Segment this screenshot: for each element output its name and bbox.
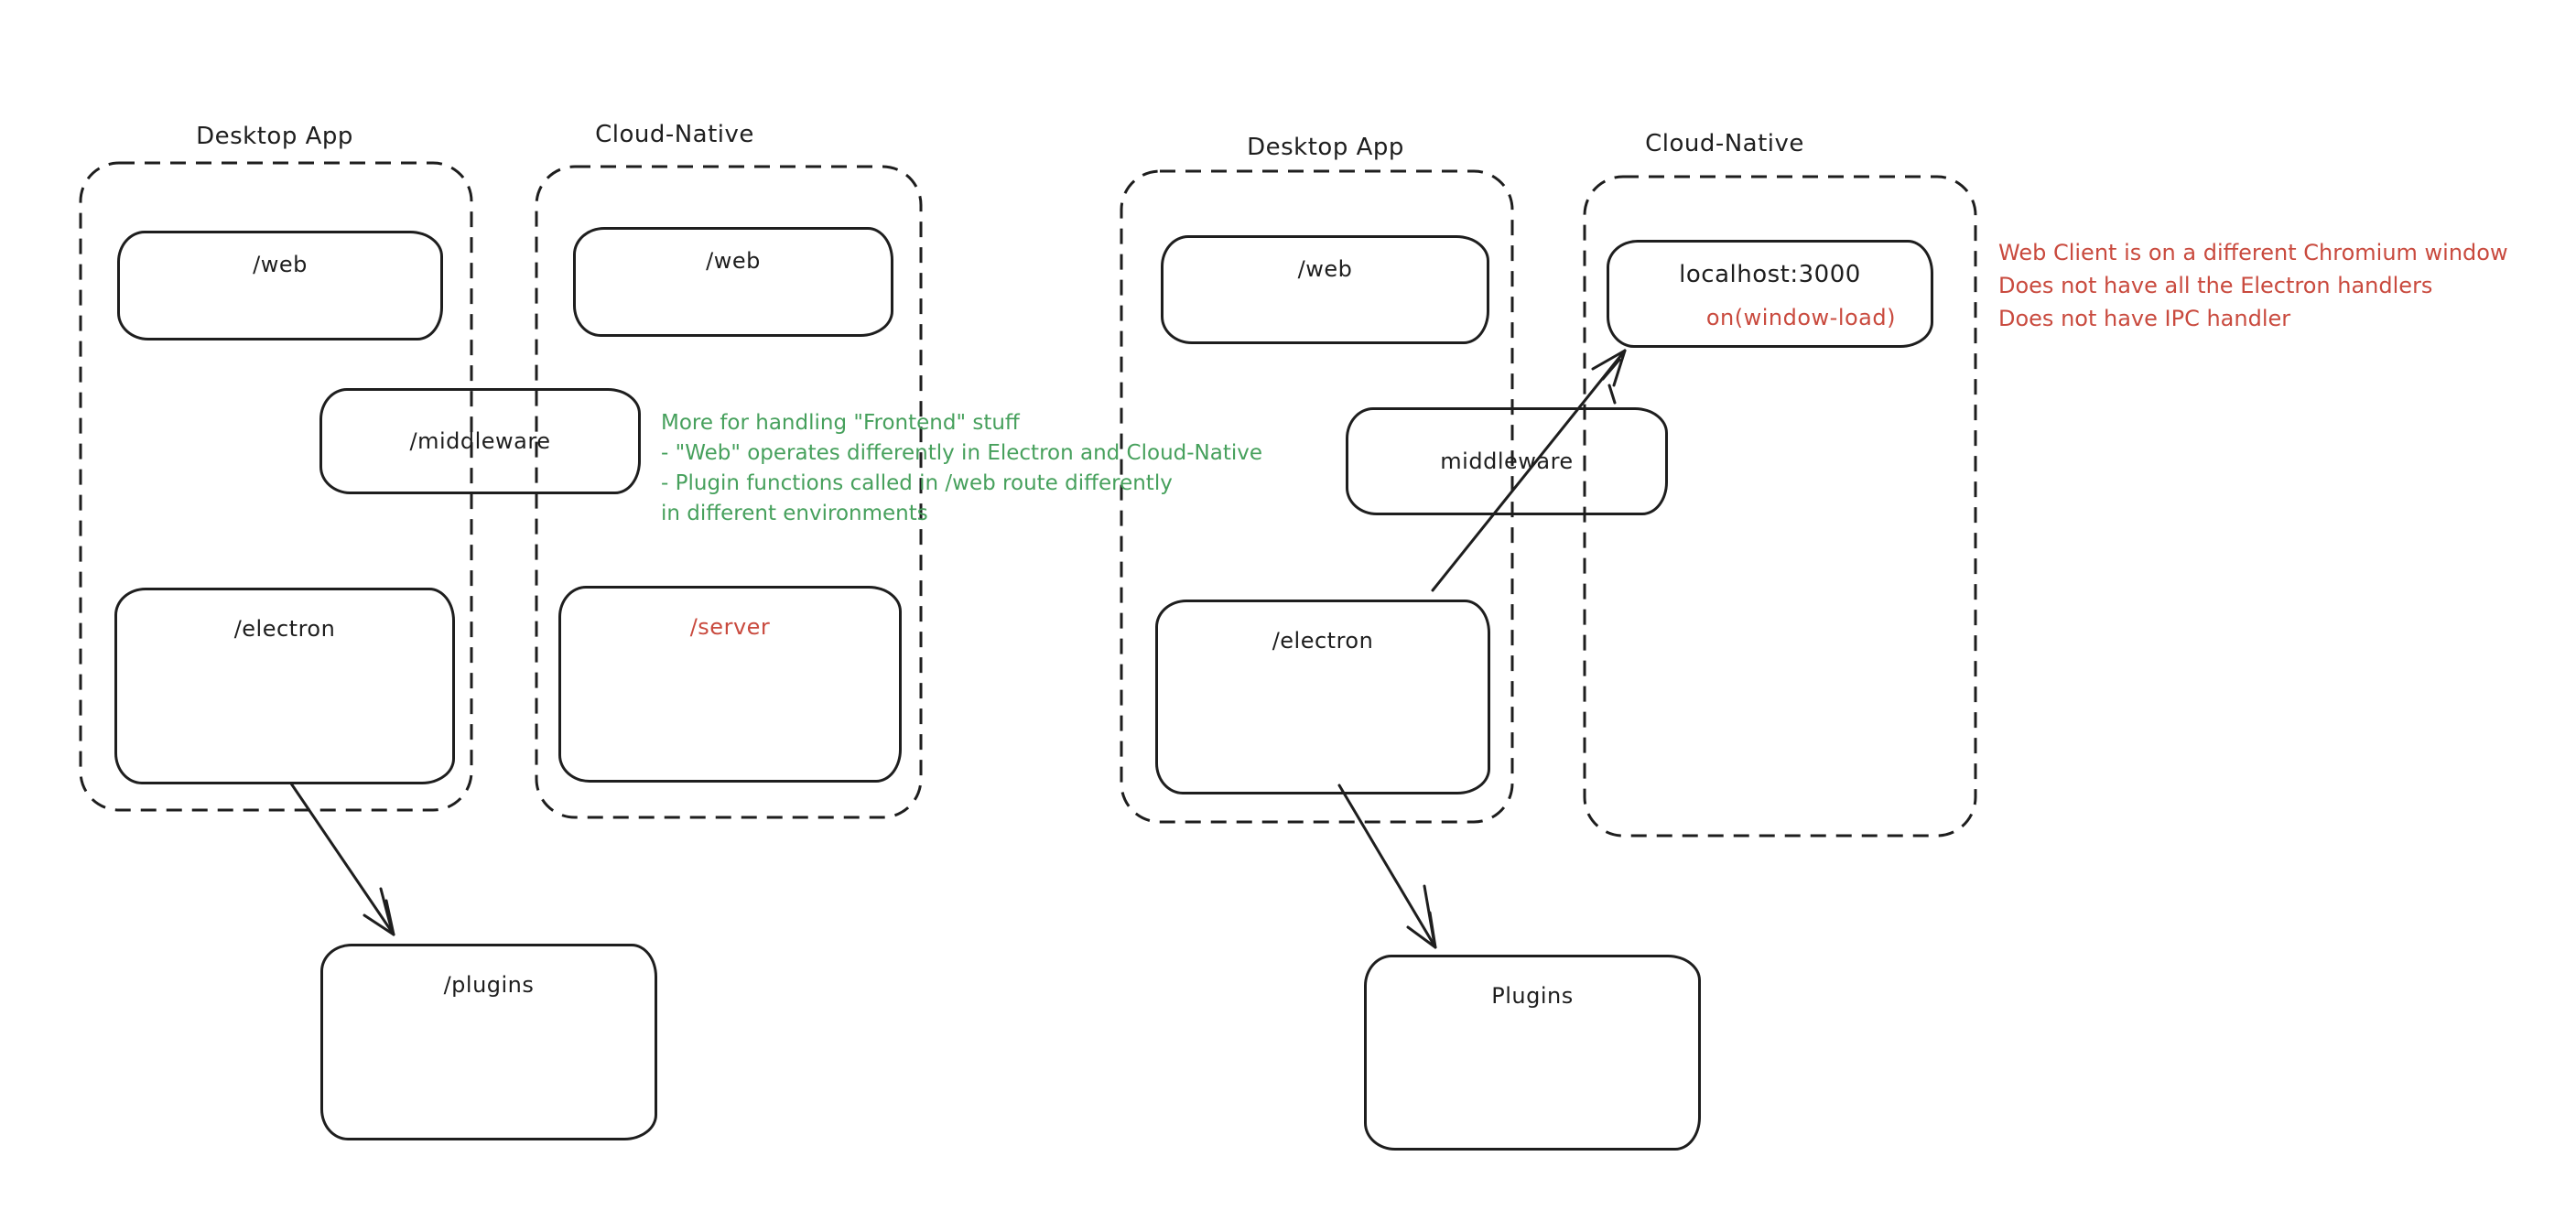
note-line: More for handling "Frontend" stuff	[661, 411, 1020, 435]
left-middleware-box: /middleware	[319, 388, 641, 494]
note-line: Does not have all the Electron handlers	[1998, 273, 2433, 298]
note-line: Does not have IPC handler	[1998, 306, 2291, 331]
note-line: Web Client is on a different Chromium wi…	[1998, 240, 2508, 265]
right-middleware-label: middleware	[1440, 448, 1574, 474]
left-server-box: /server	[558, 586, 902, 783]
right-web-desktop-label: /web	[1297, 256, 1353, 282]
left-desktop-app-label: Desktop App	[196, 123, 353, 150]
right-localhost-box: localhost:3000 on(window-load)	[1607, 240, 1933, 348]
right-red-note: Web Client is on a different Chromium wi…	[1998, 236, 2508, 335]
right-electron-label: /electron	[1272, 628, 1374, 654]
left-desktop-app-frame	[79, 161, 473, 812]
right-electron-box: /electron	[1155, 600, 1490, 794]
right-cloud-native-label: Cloud-Native	[1645, 130, 1804, 157]
left-middleware-label: /middleware	[409, 428, 551, 454]
arrow-right-electron-to-localhost	[1431, 349, 1627, 592]
right-cloud-native-frame	[1583, 175, 1977, 838]
left-cloud-native-label: Cloud-Native	[595, 121, 754, 148]
left-web-desktop-box: /web	[117, 231, 443, 340]
left-web-desktop-label: /web	[253, 252, 308, 277]
left-plugins-box: /plugins	[320, 944, 657, 1140]
right-middleware-box: middleware	[1346, 407, 1668, 515]
right-web-desktop-box: /web	[1161, 235, 1489, 344]
left-cloud-native-frame	[535, 165, 923, 819]
left-green-note: More for handling "Frontend" stuff - "We…	[661, 408, 1262, 529]
right-plugins-box: Plugins	[1364, 955, 1701, 1151]
arrow-right-electron-to-plugins	[1337, 784, 1437, 949]
left-server-label: /server	[689, 614, 771, 640]
left-electron-box: /electron	[114, 588, 455, 784]
left-electron-label: /electron	[233, 616, 336, 642]
right-plugins-label: Plugins	[1491, 983, 1574, 1009]
note-line: - Plugin functions called in /web route …	[661, 471, 1173, 495]
left-web-cloud-label: /web	[706, 248, 761, 274]
right-desktop-app-frame	[1120, 169, 1514, 824]
right-window-load-label: on(window-load)	[1705, 305, 1896, 330]
right-localhost-label: localhost:3000	[1679, 261, 1861, 288]
note-line: in different environments	[661, 502, 928, 525]
left-web-cloud-box: /web	[573, 227, 893, 337]
left-plugins-label: /plugins	[443, 972, 535, 998]
arrow-left-electron-to-plugins	[289, 782, 395, 936]
right-desktop-app-label: Desktop App	[1247, 134, 1404, 161]
note-line: - "Web" operates differently in Electron…	[661, 441, 1263, 465]
